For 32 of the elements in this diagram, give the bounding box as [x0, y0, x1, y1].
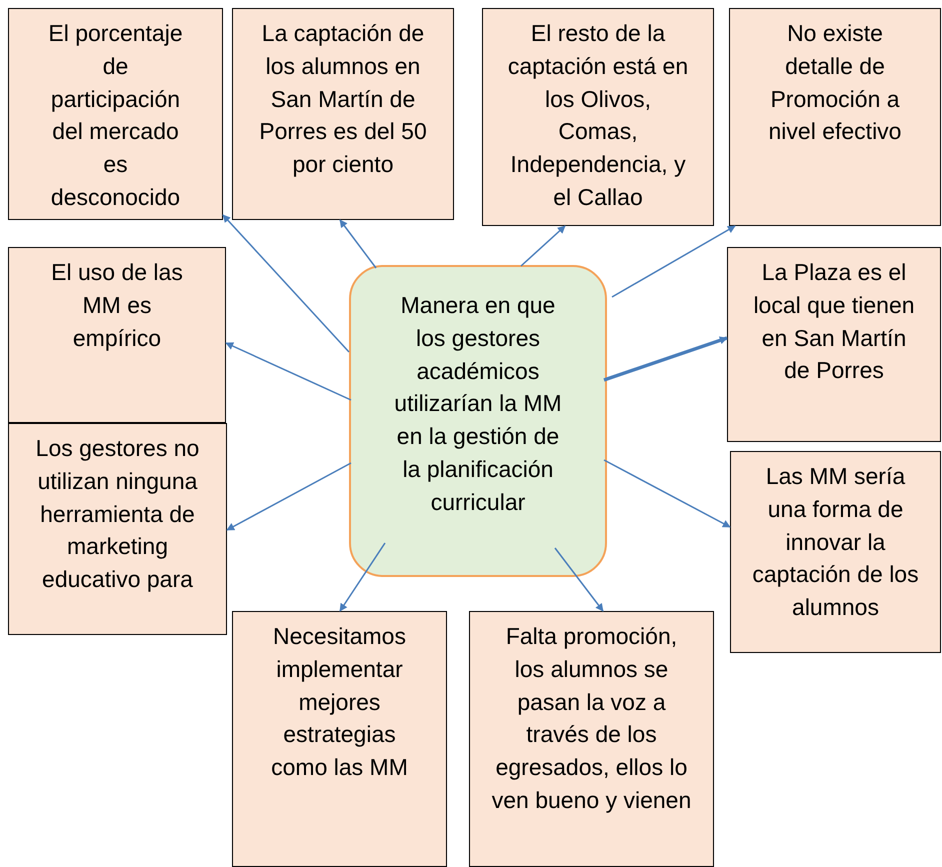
arrow: [226, 462, 352, 531]
box-text: Las MM sería una forma de innovar la captación de los alumnos: [751, 462, 920, 622]
text-box: [730, 451, 941, 653]
text-box: [8, 8, 223, 220]
arrow: [603, 336, 728, 382]
arrow: [339, 219, 377, 268]
arrow: [554, 548, 604, 612]
box-text: La captación de los alumnos en San Martín de Porres es del 50 por ciento: [258, 19, 428, 180]
text-box: [8, 423, 227, 635]
box-text: El porcentaje de participación del mercado es desconocido: [47, 19, 184, 212]
box-text: No existe detalle de Promoción a nivel efectivo: [768, 19, 902, 146]
text-box: [729, 8, 941, 226]
box-text: Los gestores no utilizan ninguna herramienta de marketing educativo para: [35, 434, 200, 594]
box-text: La Plaza es el local que tienen en San Martín de Porres: [752, 258, 916, 386]
arrow: [222, 214, 350, 352]
arrow: [225, 342, 352, 401]
text-box: [232, 611, 447, 867]
text-box: [482, 8, 714, 226]
arrow: [604, 459, 731, 528]
box-text: Falta promoción, los alumnos se pasan la voz a través de los egresados, ellos lo ven bueno y vienen: [490, 622, 692, 815]
text-box: [8, 247, 226, 423]
box-text: El uso de las MM es empírico: [50, 258, 184, 353]
text-box: [232, 8, 454, 220]
topic-box: [349, 265, 607, 577]
arrow: [612, 225, 736, 298]
arrow: [339, 542, 386, 612]
text-box: [727, 247, 941, 442]
box-text: Manera en que los gestores académicos utilizarían la MM en la gestión de la planificación curricular: [393, 291, 563, 517]
text-box: [469, 611, 714, 867]
box-text: Necesitamos implementar mejores estrategias como las MM: [270, 622, 409, 782]
arrow: [520, 225, 566, 267]
box-text: El resto de la captación está en los Olivos, Comas, Independencia, y el Callao: [506, 19, 690, 212]
